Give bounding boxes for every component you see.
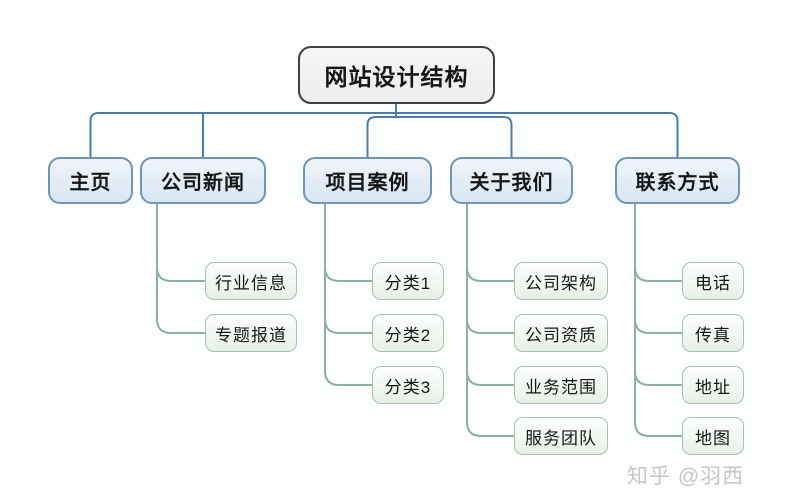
- node-special-report: 专题报道: [205, 314, 297, 352]
- zhihu-watermark: 知乎 @羽西: [627, 465, 745, 488]
- cases-child-1-connector: [324, 204, 372, 282]
- node-company-structure: 公司架构: [514, 262, 608, 300]
- news-child-2-connector: [156, 204, 205, 334]
- about-child-3-connector: [466, 204, 514, 386]
- node-company-qualification: 公司资质: [514, 314, 608, 352]
- node-map: 地图: [682, 417, 744, 455]
- node-category-1: 分类1: [372, 262, 444, 300]
- node-service-team: 服务团队: [514, 417, 608, 455]
- node-about-us: 关于我们: [450, 157, 573, 204]
- about-child-4-connector: [466, 204, 514, 437]
- news-child-1-connector: [156, 204, 205, 282]
- node-phone: 电话: [682, 262, 744, 300]
- contact-child-1-connector: [634, 204, 682, 282]
- level1-connectors: [89, 104, 679, 157]
- node-home: 主页: [48, 157, 133, 204]
- contact-child-2-connector: [634, 204, 682, 334]
- cases-child-3-connector: [324, 204, 372, 386]
- node-category-3: 分类3: [372, 366, 444, 404]
- contact-child-4-connector: [634, 204, 682, 437]
- about-child-1-connector: [466, 204, 514, 282]
- node-contact: 联系方式: [615, 157, 740, 204]
- node-project-cases: 项目案例: [303, 157, 432, 204]
- outer-rail-connector: [89, 112, 679, 157]
- contact-child-3-connector: [634, 204, 682, 386]
- node-business-scope: 业务范围: [514, 366, 608, 404]
- node-category-2: 分类2: [372, 314, 444, 352]
- about-child-2-connector: [466, 204, 514, 334]
- node-fax: 传真: [682, 314, 744, 352]
- inner-rail-connector: [366, 116, 513, 157]
- node-root-site-structure: 网站设计结构: [298, 46, 495, 104]
- node-company-news: 公司新闻: [140, 157, 266, 204]
- node-address: 地址: [682, 366, 744, 404]
- cases-child-2-connector: [324, 204, 372, 334]
- node-industry-info: 行业信息: [205, 262, 297, 300]
